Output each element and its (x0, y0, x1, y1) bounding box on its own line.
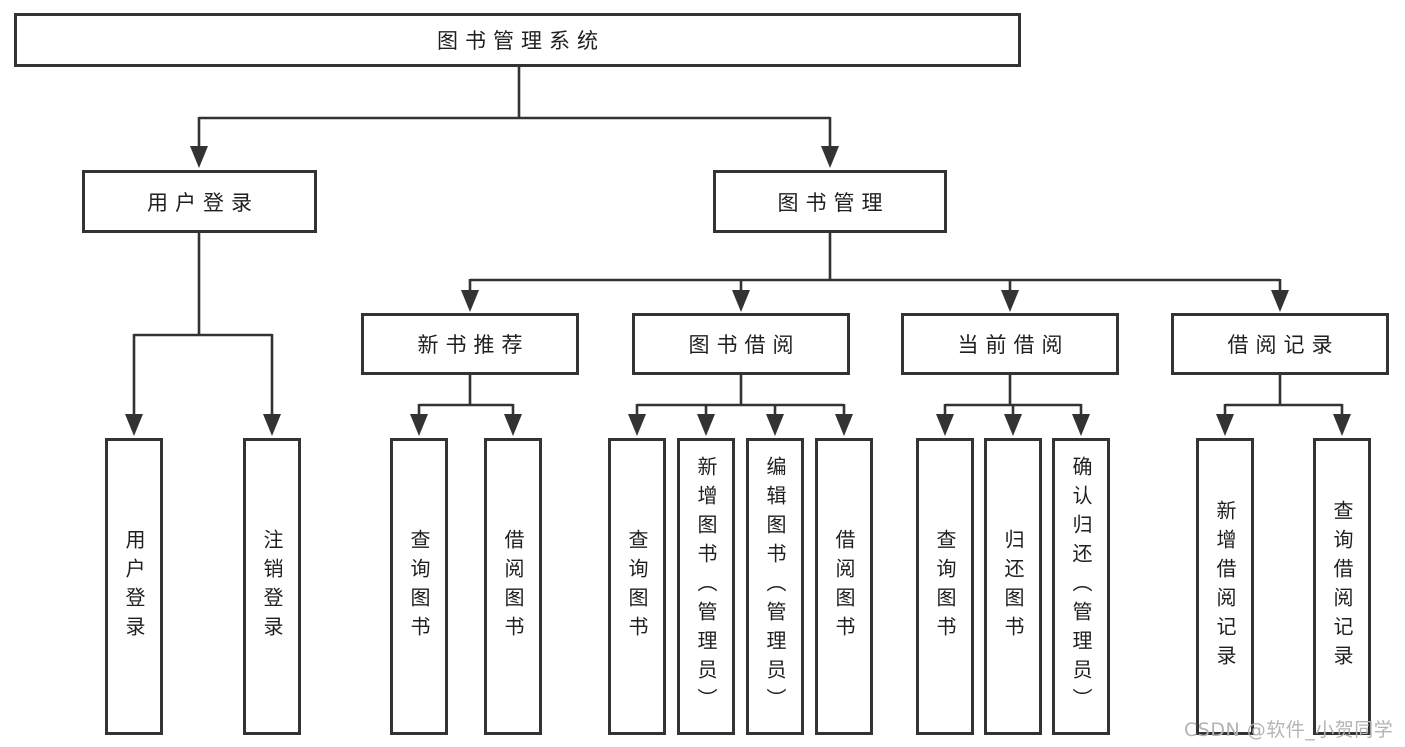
connector-system-to-level2 (190, 67, 839, 168)
connector-new-book-recommend-to-leaves (410, 375, 522, 436)
leaf-label: 借阅图书 (501, 528, 525, 645)
node-leaf-confirm-return-admin: 确认归还（管理员） (1052, 438, 1110, 735)
node-leaf-query-books-1: 查询图书 (390, 438, 448, 735)
arrowhead-down (263, 414, 281, 436)
arrowhead-down (125, 414, 143, 436)
leaf-label: 新增借阅记录 (1213, 499, 1237, 674)
node-leaf-add-books-admin: 新增图书（管理员） (677, 438, 735, 735)
leaf-label: 新增图书（管理员） (694, 456, 718, 717)
node-leaf-borrow-books-1: 借阅图书 (484, 438, 542, 735)
leaf-label: 查询图书 (407, 528, 431, 645)
arrowhead-down (504, 414, 522, 436)
node-current-borrowing: 当前借阅 (901, 313, 1119, 375)
node-system: 图书管理系统 (14, 13, 1021, 67)
arrowhead-down (1001, 290, 1019, 312)
node-borrowing-records-label: 借阅记录 (1227, 333, 1340, 357)
connector-book-borrowing-to-leaves (628, 375, 853, 436)
arrowhead-down (410, 414, 428, 436)
node-book-borrowing: 图书借阅 (632, 313, 850, 375)
node-new-book-recommend: 新书推荐 (361, 313, 579, 375)
connector-book-management-to-level3 (461, 233, 1289, 312)
connector-current-borrowing-to-leaves (936, 375, 1090, 436)
arrowhead-down (628, 414, 646, 436)
node-leaf-query-books-3: 查询图书 (916, 438, 974, 735)
arrowhead-down (190, 146, 208, 168)
arrowhead-down (732, 290, 750, 312)
arrowhead-down (835, 414, 853, 436)
leaf-label: 查询借阅记录 (1330, 499, 1354, 674)
node-user-login-label: 用户登录 (147, 190, 259, 215)
node-leaf-query-books-2: 查询图书 (608, 438, 666, 735)
csdn-watermark: CSDN @软件_小贺同学 (1184, 719, 1394, 741)
arrowhead-down (1072, 414, 1090, 436)
leaf-label: 查询图书 (625, 528, 649, 645)
node-new-book-recommend-label: 新书推荐 (417, 333, 530, 357)
connector-borrowing-records-to-leaves (1216, 375, 1351, 436)
node-book-borrowing-label: 图书借阅 (688, 333, 801, 357)
node-system-label: 图书管理系统 (437, 29, 605, 53)
node-leaf-add-borrow-record: 新增借阅记录 (1196, 438, 1254, 735)
arrowhead-down (461, 290, 479, 312)
node-leaf-user-login: 用户登录 (105, 438, 163, 735)
node-leaf-edit-books-admin: 编辑图书（管理员） (746, 438, 804, 735)
leaf-label: 编辑图书（管理员） (763, 456, 787, 717)
arrowhead-down (1004, 414, 1022, 436)
node-user-login: 用户登录 (82, 170, 317, 233)
leaf-label: 查询图书 (933, 528, 957, 645)
node-current-borrowing-label: 当前借阅 (957, 333, 1070, 357)
leaf-label: 注销登录 (260, 528, 284, 645)
arrowhead-down (697, 414, 715, 436)
leaf-label: 用户登录 (122, 528, 146, 645)
node-leaf-borrow-books-2: 借阅图书 (815, 438, 873, 735)
node-leaf-logout: 注销登录 (243, 438, 301, 735)
connector-user-login-to-leaves (125, 233, 281, 436)
node-book-management: 图书管理 (713, 170, 947, 233)
leaf-label: 借阅图书 (832, 528, 856, 645)
leaf-label: 归还图书 (1001, 528, 1025, 645)
node-leaf-return-books: 归还图书 (984, 438, 1042, 735)
node-leaf-query-borrow-record: 查询借阅记录 (1313, 438, 1371, 735)
leaf-label: 确认归还（管理员） (1069, 456, 1093, 717)
arrowhead-down (766, 414, 784, 436)
arrowhead-down (821, 146, 839, 168)
node-borrowing-records: 借阅记录 (1171, 313, 1389, 375)
arrowhead-down (1271, 290, 1289, 312)
node-book-management-label: 图书管理 (777, 190, 890, 215)
arrowhead-down (1333, 414, 1351, 436)
arrowhead-down (1216, 414, 1234, 436)
arrowhead-down (936, 414, 954, 436)
